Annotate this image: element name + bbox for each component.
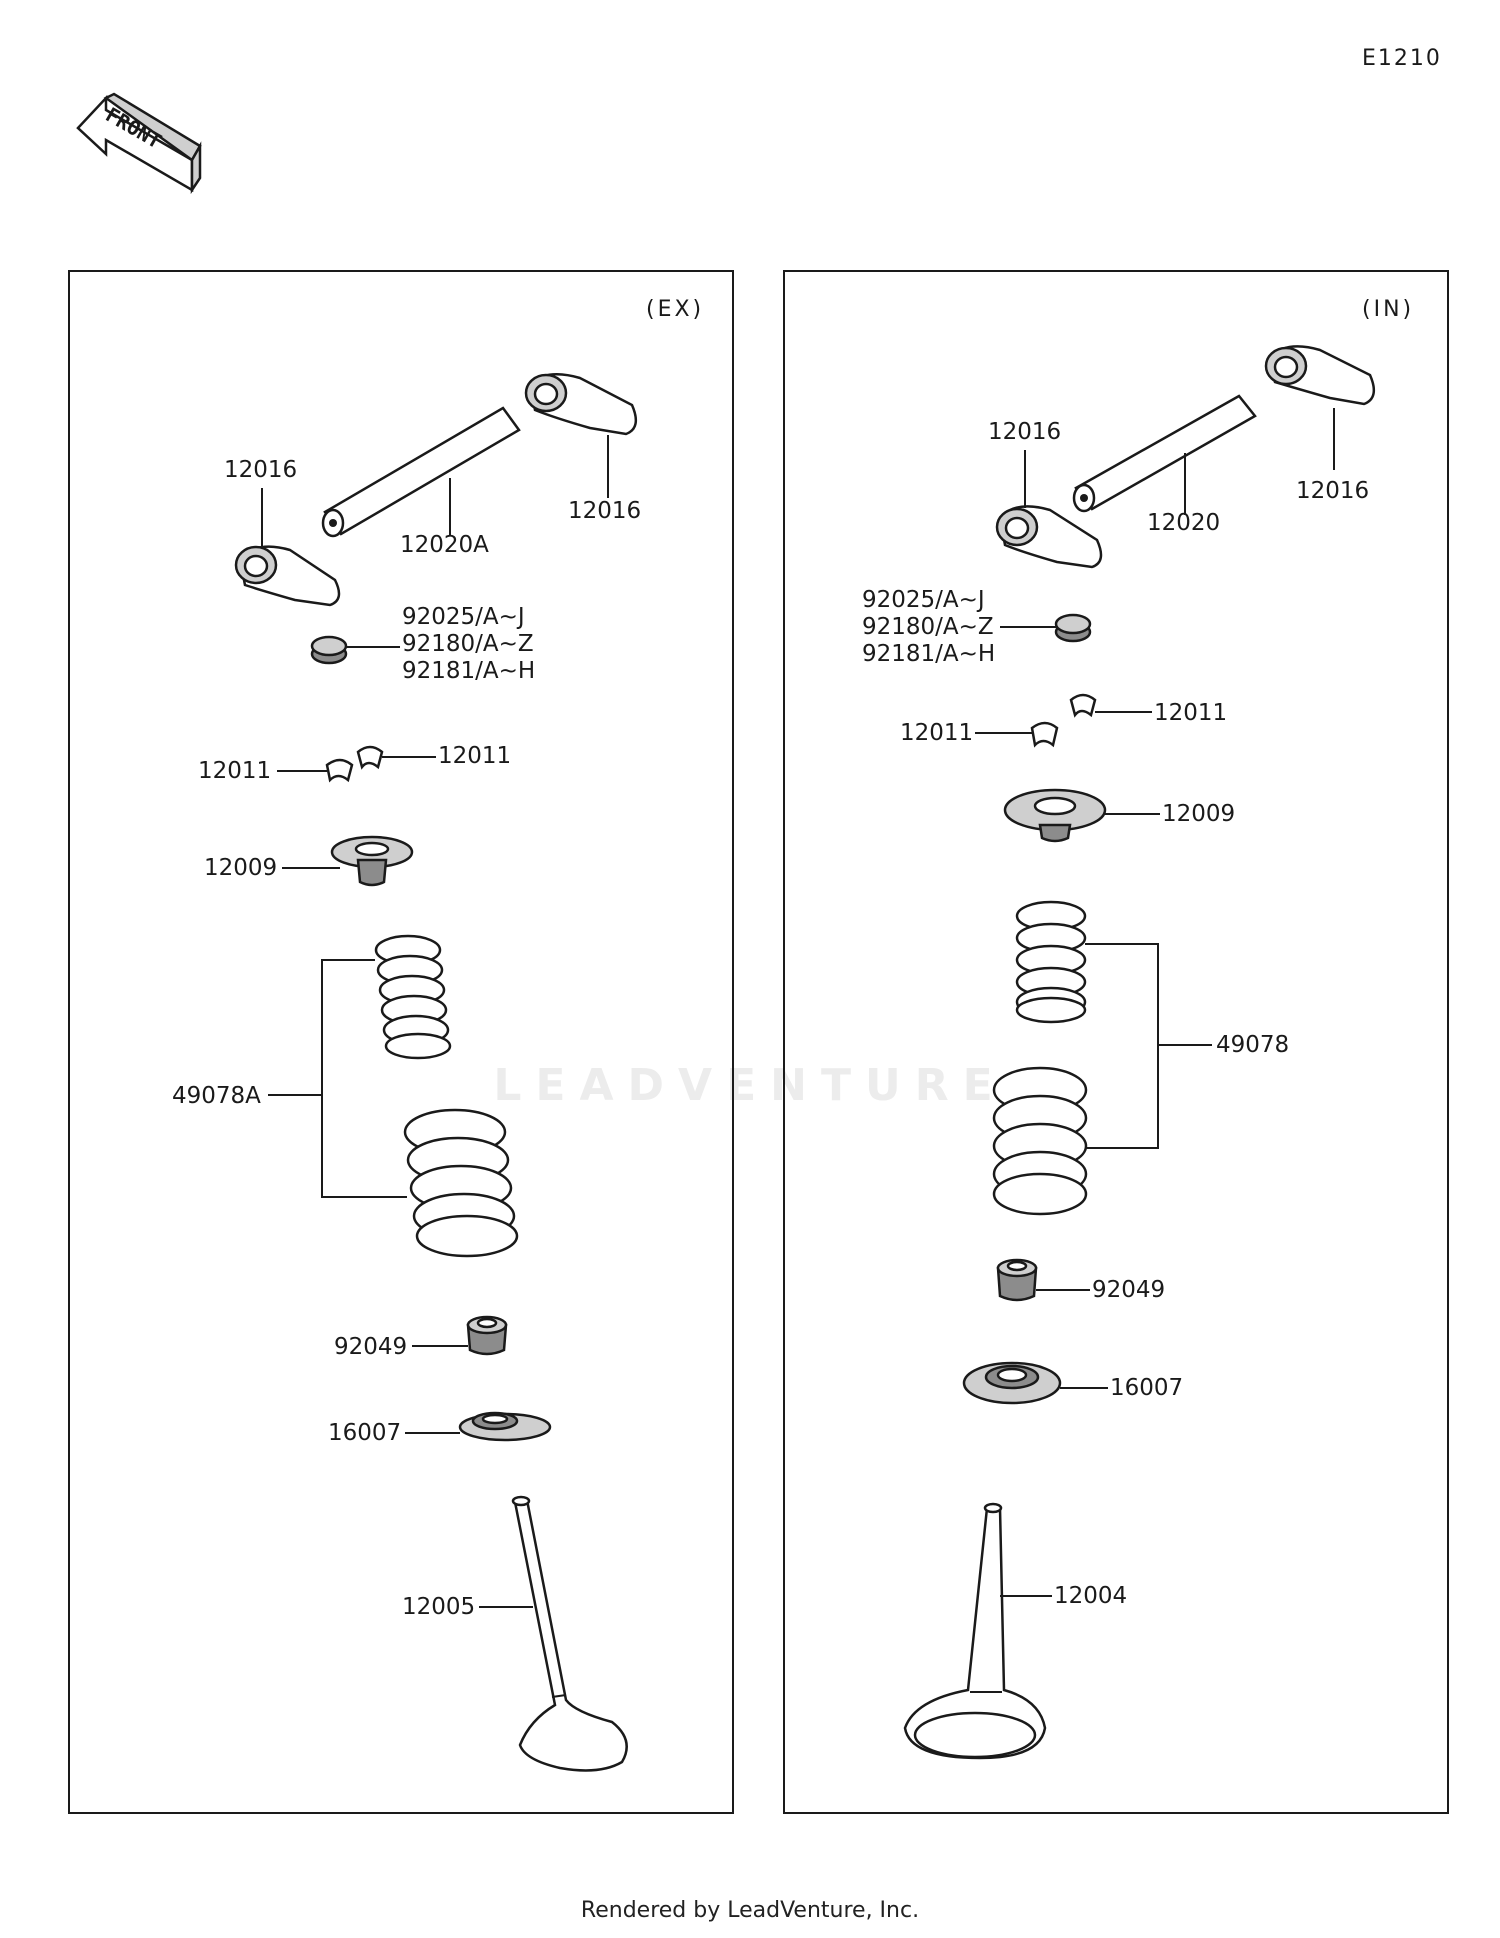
in-label-retainer[interactable]: 12009 xyxy=(1162,801,1236,827)
in-stem-seal-icon xyxy=(996,1258,1038,1302)
in-valve-icon xyxy=(903,1502,1047,1760)
ex-cotter-icon xyxy=(325,745,384,783)
ex-stem-seal-icon xyxy=(466,1315,508,1356)
in-label-shim-1[interactable]: 92025/A~J xyxy=(862,587,985,613)
ex-label-spring-set[interactable]: 49078A xyxy=(172,1083,261,1109)
in-label-rocker-right[interactable]: 12016 xyxy=(1296,478,1370,504)
exhaust-panel-label: (EX) xyxy=(646,297,705,322)
ex-label-rocker-left[interactable]: 12016 xyxy=(224,457,298,483)
ex-spring-retainer-icon xyxy=(330,835,414,887)
in-valve-spring-inner-icon xyxy=(1015,900,1087,1024)
ex-label-shim-3[interactable]: 92181/A~H xyxy=(402,658,536,684)
in-valve-spring-outer-icon xyxy=(992,1066,1088,1216)
ex-valve-spring-outer-icon xyxy=(403,1108,519,1258)
in-label-rocker-shaft[interactable]: 12020 xyxy=(1147,510,1221,536)
in-label-stem-seal[interactable]: 92049 xyxy=(1092,1277,1166,1303)
in-shim-icon xyxy=(1054,613,1092,643)
front-arrow-icon: FRONT xyxy=(76,92,202,195)
ex-spring-seat-icon xyxy=(458,1411,552,1442)
in-rocker-arm-right-icon xyxy=(1264,345,1376,406)
ex-shim-icon xyxy=(310,635,348,665)
in-cotter-icon xyxy=(1030,693,1097,748)
ex-label-shim-1[interactable]: 92025/A~J xyxy=(402,604,525,630)
in-label-cotter-right[interactable]: 12011 xyxy=(1154,700,1228,726)
in-label-valve[interactable]: 12004 xyxy=(1054,1583,1128,1609)
diagram-code: E1210 xyxy=(1362,46,1442,71)
ex-label-cotter-right[interactable]: 12011 xyxy=(438,743,512,769)
ex-rocker-arm-left-icon xyxy=(234,545,341,607)
ex-valve-icon xyxy=(511,1495,628,1772)
in-rocker-shaft-icon xyxy=(1072,394,1257,513)
ex-label-stem-seal[interactable]: 92049 xyxy=(334,1334,408,1360)
ex-label-cotter-left[interactable]: 12011 xyxy=(198,758,272,784)
in-label-spring-seat[interactable]: 16007 xyxy=(1110,1375,1184,1401)
exhaust-panel-frame xyxy=(68,270,734,1814)
ex-rocker-shaft-icon xyxy=(321,406,521,538)
in-spring-retainer-icon xyxy=(1003,788,1107,843)
in-label-shim-2[interactable]: 92180/A~Z xyxy=(862,614,994,640)
ex-valve-spring-inner-icon xyxy=(374,934,452,1060)
ex-label-rocker-right[interactable]: 12016 xyxy=(568,498,642,524)
ex-label-valve[interactable]: 12005 xyxy=(402,1594,476,1620)
intake-panel-label: (IN) xyxy=(1362,297,1415,322)
ex-label-shim-2[interactable]: 92180/A~Z xyxy=(402,631,534,657)
ex-rocker-arm-right-icon xyxy=(524,373,638,436)
in-rocker-arm-left-icon xyxy=(995,505,1103,569)
intake-panel-frame xyxy=(783,270,1449,1814)
watermark: LEADVENTURE xyxy=(493,1060,1007,1111)
in-label-cotter-left[interactable]: 12011 xyxy=(900,720,974,746)
ex-label-spring-seat[interactable]: 16007 xyxy=(328,1420,402,1446)
in-label-spring-set[interactable]: 49078 xyxy=(1216,1032,1290,1058)
ex-label-retainer[interactable]: 12009 xyxy=(204,855,278,881)
footer-credit: Rendered by LeadVenture, Inc. xyxy=(580,1898,920,1923)
in-label-shim-3[interactable]: 92181/A~H xyxy=(862,641,996,667)
in-label-rocker-left[interactable]: 12016 xyxy=(988,419,1062,445)
ex-label-rocker-shaft[interactable]: 12020A xyxy=(400,532,489,558)
in-spring-seat-icon xyxy=(962,1361,1062,1405)
